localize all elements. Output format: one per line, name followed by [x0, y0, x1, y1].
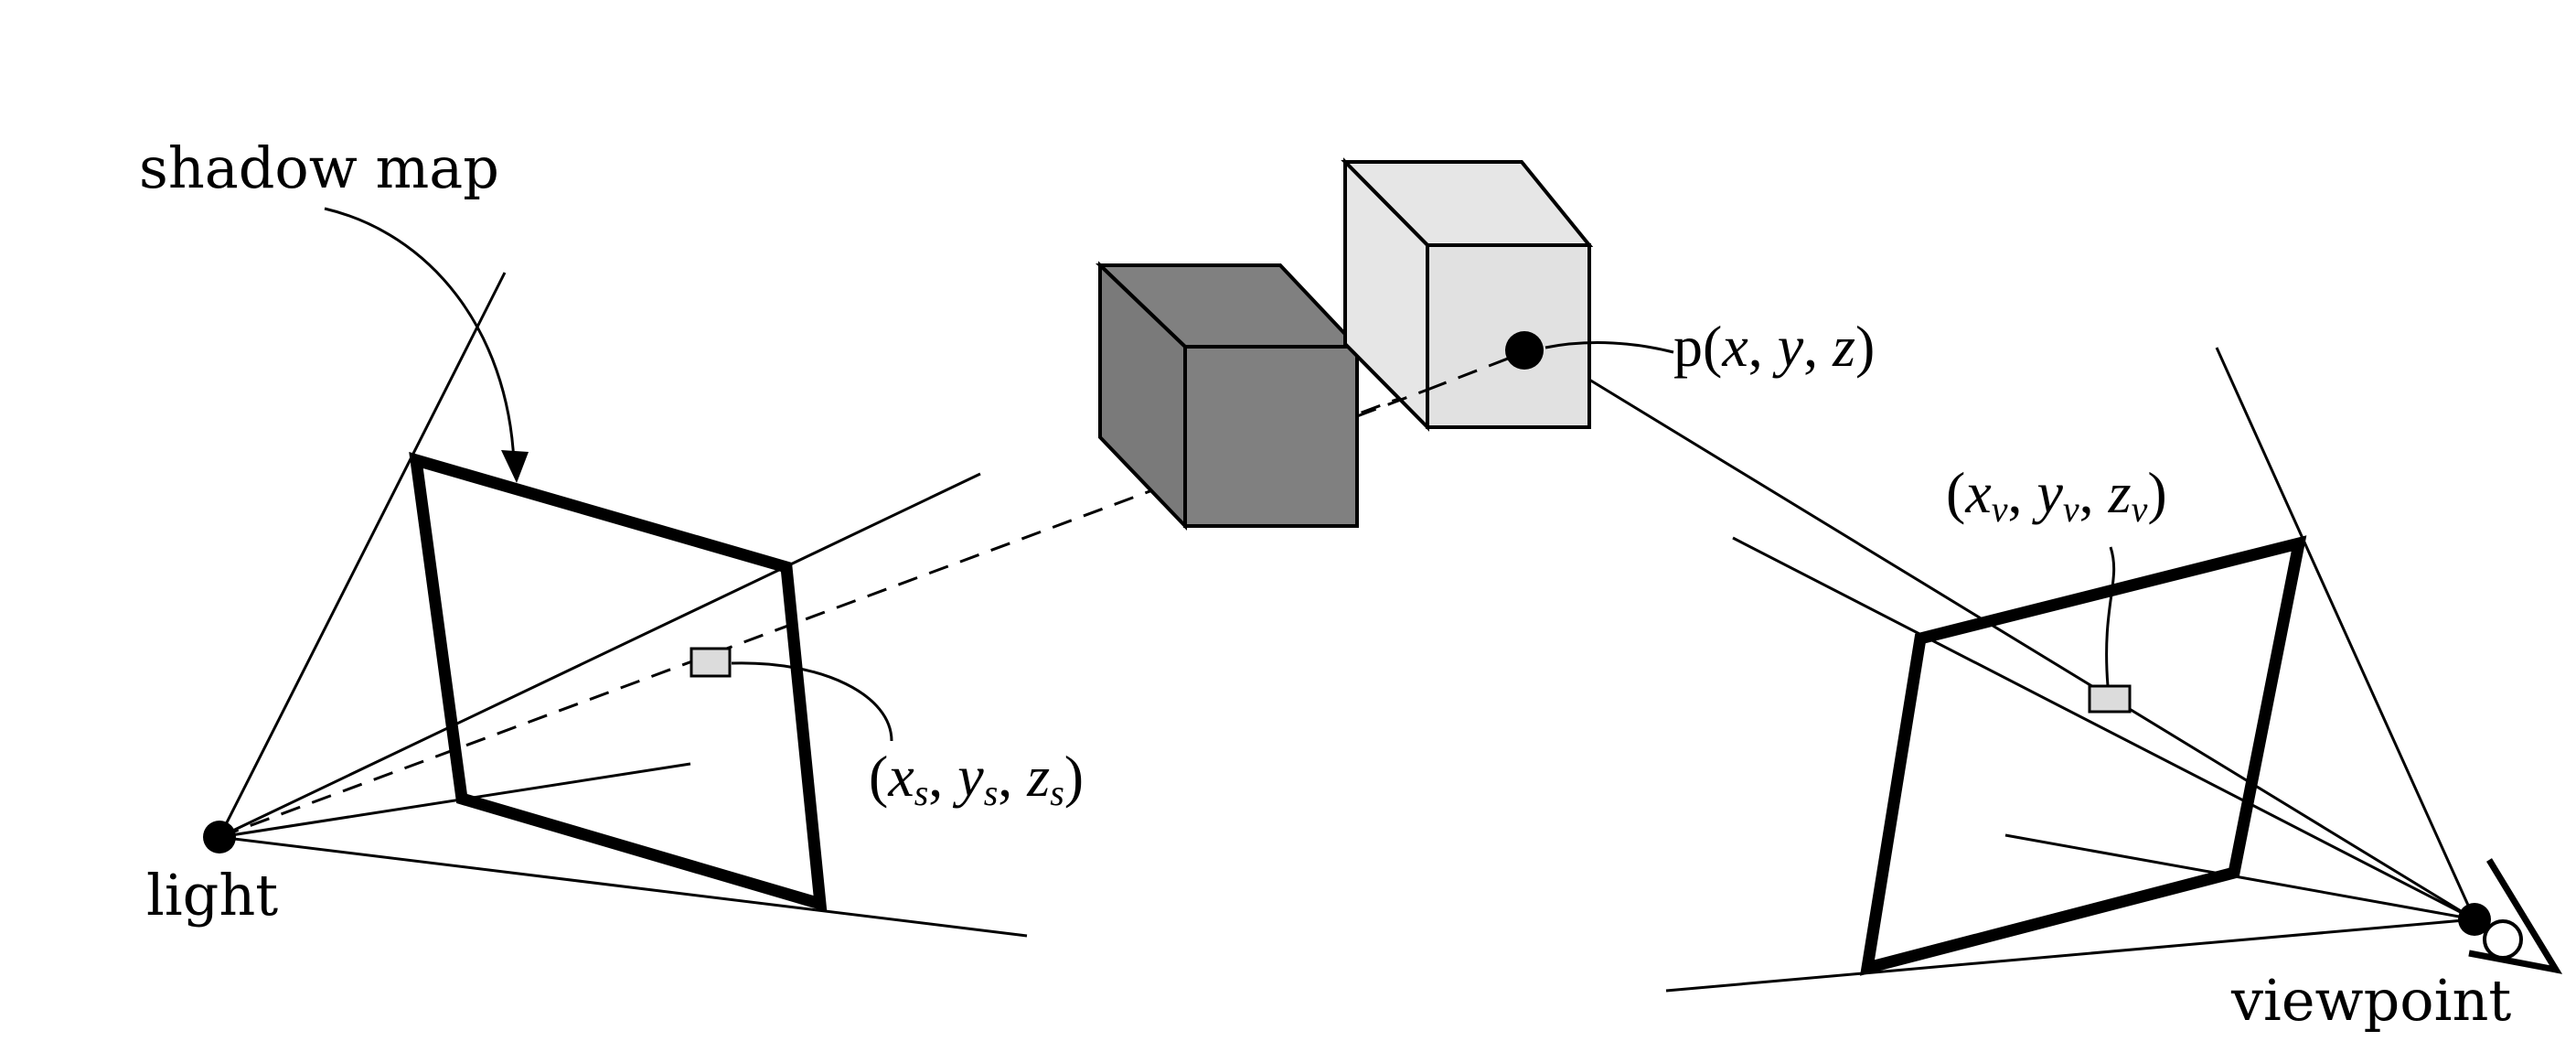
receiver-cube: [1341, 157, 1594, 432]
surface-point-p: [1505, 331, 1544, 370]
light-frustum-ray-middle: [219, 762, 691, 839]
label-view-coords: (xv, yv, zv): [1946, 460, 2167, 530]
shadow-map-pointer: [324, 207, 516, 463]
shadow-ray-gap-segment: [1356, 388, 1428, 418]
shadow-coord-leader: [731, 661, 893, 742]
view-frustum-ray-middle: [2004, 833, 2475, 921]
label-light: light: [146, 862, 278, 929]
eye-icon: [2468, 858, 2563, 974]
receiver-front-face: [1426, 243, 1591, 429]
label-shadow-map: shadow map: [139, 134, 499, 201]
occluder-cube: [1096, 261, 1362, 531]
viewpoint-point: [2458, 903, 2491, 936]
view-frustum-ray-top: [2215, 347, 2476, 920]
shadow-map-plane: [409, 451, 828, 912]
light-frustum: [218, 272, 1028, 938]
view-ray-to-point: [1588, 378, 2475, 921]
shadow-ray-receiver-segment: [1427, 349, 1530, 392]
view-frustum-ray-bottom: [1665, 918, 2475, 993]
light-source: [203, 821, 236, 853]
view-coord-leader: [2105, 546, 2116, 687]
image-plane: [1860, 535, 2307, 976]
shadow-map-pointer-arrowhead: [501, 450, 529, 483]
view-texel: [2088, 684, 2132, 714]
label-point-p: p(x, y, z): [1673, 314, 1875, 379]
label-viewpoint: viewpoint: [2230, 967, 2511, 1034]
point-p-leader: [1545, 341, 1674, 354]
light-frustum-ray-top: [218, 272, 507, 838]
occluder-front-face: [1183, 345, 1359, 528]
view-frustum: [1588, 347, 2476, 993]
shadow-map-texel: [689, 647, 732, 678]
light-frustum-ray-bottom: [219, 835, 1028, 938]
view-frustum-ray-upper: [1732, 536, 2475, 921]
label-shadow-coords: (xs, ys, zs): [869, 744, 1084, 813]
eye-pupil: [2483, 919, 2523, 960]
light-frustum-ray-upper: [219, 472, 981, 839]
